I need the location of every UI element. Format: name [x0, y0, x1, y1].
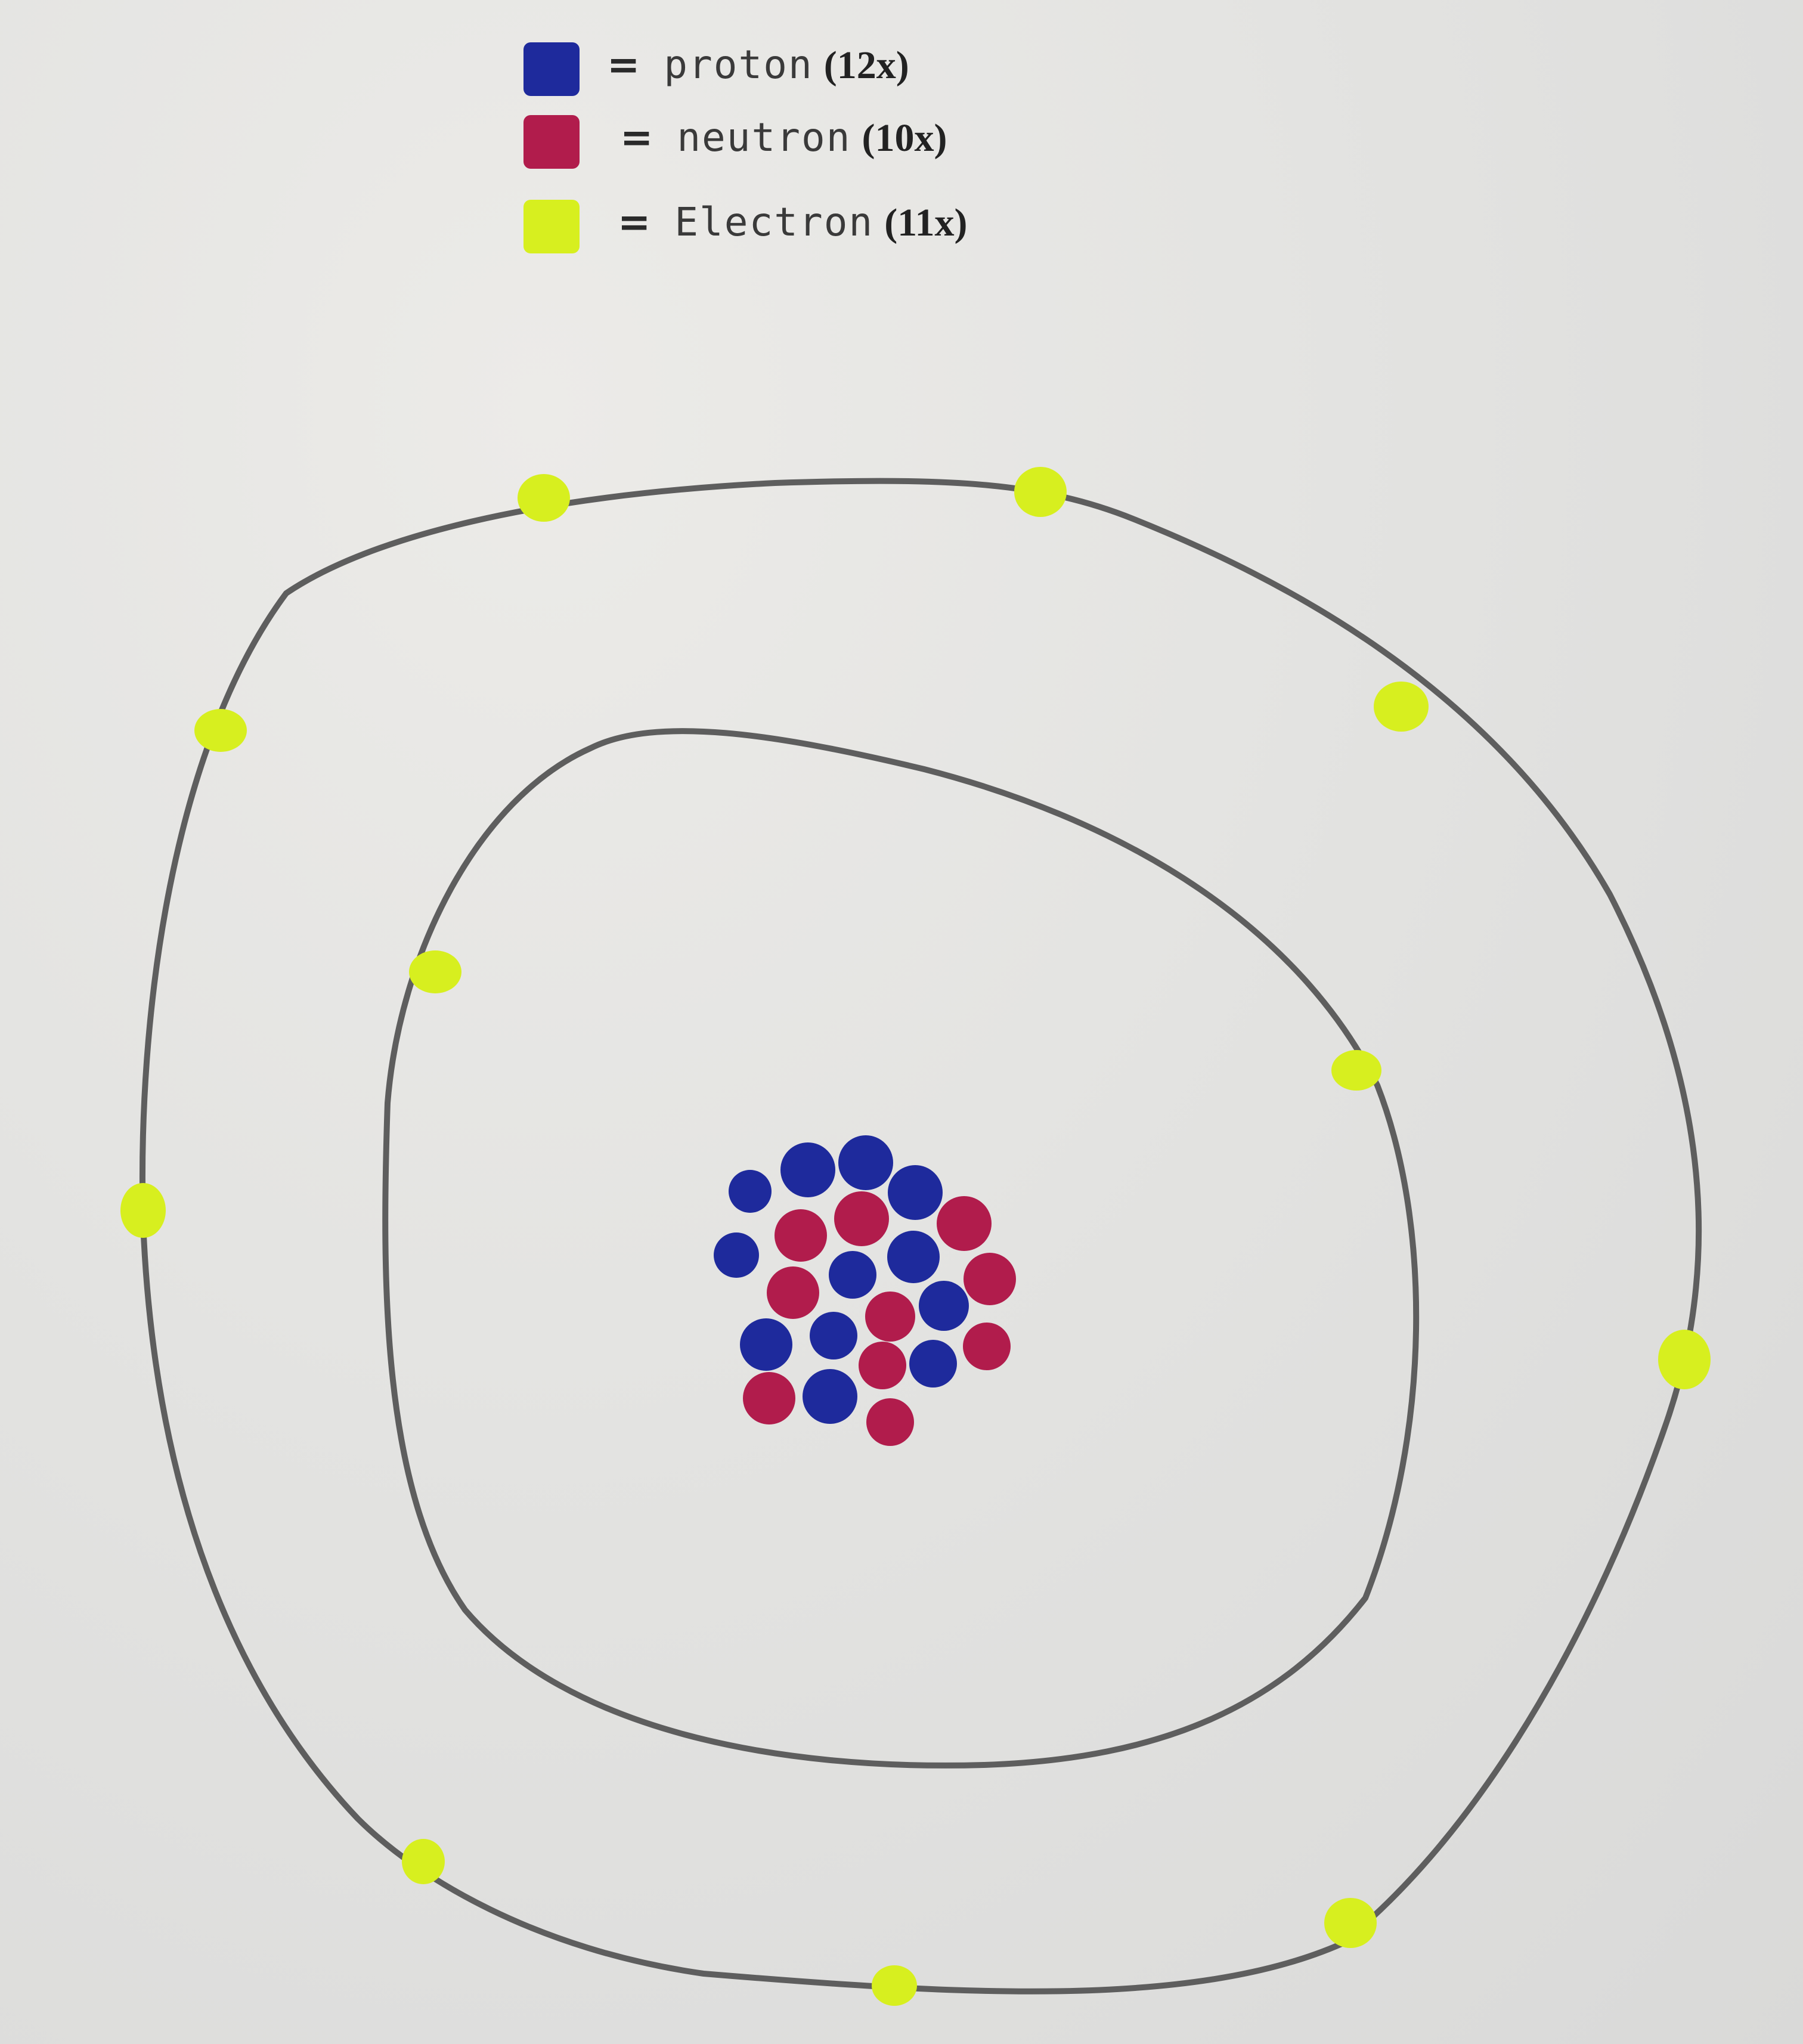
electron-name: Electron — [674, 199, 874, 245]
proton-particle — [919, 1281, 969, 1331]
nucleus — [714, 1135, 1016, 1446]
proton-particle — [810, 1312, 857, 1359]
neutron-particle — [743, 1372, 795, 1424]
electron-particle — [1331, 1050, 1381, 1091]
electron-particle — [1014, 467, 1067, 517]
neutron-particle — [775, 1209, 827, 1262]
outer-shell-electrons — [120, 467, 1711, 2006]
proton-name: proton — [664, 42, 813, 88]
electron-particle — [1324, 1898, 1377, 1948]
legend-label-neutron: = neutron(10x) — [620, 114, 947, 161]
proton-particle — [887, 1231, 940, 1283]
neutron-particle — [964, 1253, 1016, 1305]
electron-particle — [402, 1839, 445, 1884]
equals-sign: = — [618, 199, 651, 245]
equals-sign: = — [607, 42, 640, 88]
neutron-count: (10x) — [862, 116, 947, 160]
electron-swatch — [523, 200, 580, 253]
proton-particle — [780, 1142, 835, 1197]
neutron-swatch — [523, 115, 580, 169]
legend-item-neutron: = neutron(10x) — [519, 112, 1055, 178]
proton-particle — [829, 1251, 876, 1299]
inner-electron-shell — [382, 728, 1420, 1769]
proton-particle — [838, 1135, 893, 1190]
legend-label-electron: = Electron(11x) — [618, 199, 968, 246]
electron-particle — [1374, 682, 1429, 732]
legend-item-electron: = Electron(11x) — [519, 197, 1055, 262]
electron-particle — [872, 1965, 917, 2006]
neutron-particle — [937, 1196, 992, 1251]
electron-particle — [1658, 1330, 1711, 1389]
proton-swatch — [523, 42, 580, 96]
neutron-particle — [834, 1191, 889, 1246]
neutron-particle — [963, 1323, 1011, 1370]
legend-label-proton: = proton(12x) — [607, 42, 909, 88]
electron-particle — [194, 709, 247, 752]
proton-count: (12x) — [823, 44, 909, 87]
electron-particle — [120, 1183, 166, 1238]
electron-particle — [518, 474, 570, 522]
neutron-particle — [859, 1342, 906, 1389]
inner-shell-electrons — [409, 950, 1381, 1091]
electron-count: (11x) — [884, 201, 968, 244]
electron-particle — [409, 950, 461, 993]
neutron-name: neutron — [677, 114, 851, 160]
proton-particle — [714, 1232, 759, 1278]
neutron-particle — [866, 1398, 914, 1446]
neutron-particle — [865, 1292, 915, 1342]
proton-particle — [740, 1318, 792, 1371]
proton-particle — [729, 1170, 772, 1213]
proton-particle — [909, 1340, 957, 1388]
proton-particle — [888, 1165, 943, 1220]
legend-item-proton: = proton(12x) — [519, 39, 1055, 105]
neutron-particle — [767, 1266, 819, 1319]
equals-sign: = — [620, 114, 653, 160]
proton-particle — [803, 1369, 857, 1424]
